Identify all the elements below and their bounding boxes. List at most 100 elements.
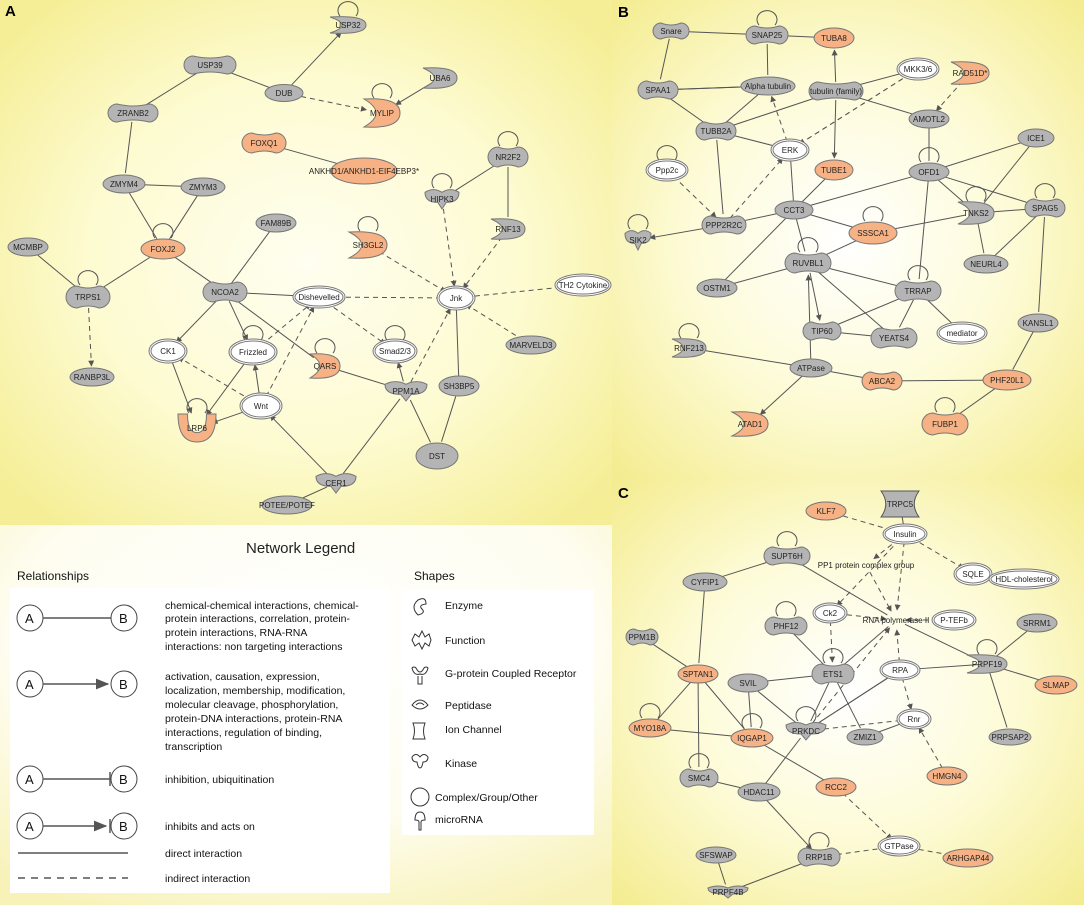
node-myo18a[interactable]: MYO18A	[628, 718, 672, 738]
node-prpf19[interactable]: PRPF19	[966, 654, 1008, 674]
node-trps1[interactable]: TRPS1	[65, 285, 111, 309]
node-usp39[interactable]: USP39	[183, 55, 237, 75]
node-ncoa2[interactable]: NCOA2	[202, 281, 248, 303]
node-usp32[interactable]: USP32	[329, 16, 367, 34]
node-ppm1a[interactable]: PPM1A	[384, 381, 428, 402]
node-tip60[interactable]: TIP60	[802, 321, 842, 341]
node-ankhd1[interactable]: ANKHD1/ANKHD1-EIF4EBP3*	[309, 157, 419, 185]
node-rrp1b[interactable]: RRP1B	[797, 847, 841, 867]
node-fubp1[interactable]: FUBP1	[921, 412, 969, 436]
node-zmym4[interactable]: ZMYM4	[102, 174, 146, 194]
node-ck1[interactable]: CK1	[148, 338, 188, 364]
node-tube1[interactable]: TUBE1	[814, 159, 854, 181]
node-tubb2a[interactable]: TUBB2A	[695, 121, 737, 141]
node-potee[interactable]: POTEE/POTEF	[259, 495, 315, 515]
node-atad1[interactable]: ATAD1	[730, 411, 769, 437]
node-prpsap2[interactable]: PRPSAP2	[988, 728, 1032, 746]
node-zmym3[interactable]: ZMYM3	[180, 177, 226, 197]
node-sqle[interactable]: SQLE	[953, 562, 993, 586]
node-iqgap1[interactable]: IQGAP1	[730, 728, 774, 748]
node-jnk[interactable]: Jnk	[436, 285, 476, 311]
node-yeats4[interactable]: YEATS4	[870, 327, 918, 349]
node-qars[interactable]: QARS	[308, 353, 341, 379]
node-trpc5[interactable]: TRPC5	[880, 490, 920, 518]
node-amotl2[interactable]: AMOTL2	[908, 109, 950, 129]
node-smc4[interactable]: SMC4	[679, 768, 719, 788]
node-rpa[interactable]: RPA	[879, 659, 921, 681]
node-hdac11[interactable]: HDAC11	[737, 782, 781, 802]
node-uba6[interactable]: UBA6	[422, 67, 458, 89]
node-srrm1[interactable]: SRRM1	[1016, 613, 1058, 633]
node-rcc2[interactable]: RCC2	[815, 777, 857, 797]
node-rnf13[interactable]: RNF13	[490, 218, 526, 240]
node-kansl1[interactable]: KANSL1	[1017, 313, 1059, 333]
node-rnf213[interactable]: RNF213	[671, 338, 707, 358]
node-gtpase[interactable]: GTPase	[877, 835, 921, 857]
node-trrap[interactable]: TRRAP	[894, 280, 942, 302]
node-smad[interactable]: Smad2/3	[372, 338, 418, 364]
node-erk[interactable]: ERK	[770, 138, 810, 162]
node-rad51d[interactable]: RAD51D*	[950, 61, 990, 85]
node-supt6h[interactable]: SUPT6H	[763, 546, 811, 566]
node-pp1[interactable]: PP1 protein complex group	[818, 561, 915, 570]
node-abca2[interactable]: ABCA2	[861, 371, 903, 391]
node-prkdc[interactable]: PRKDC	[785, 722, 827, 741]
node-zranb2[interactable]: ZRANB2	[107, 103, 159, 123]
node-sptan1[interactable]: SPTAN1	[677, 664, 719, 684]
node-wnt[interactable]: Wnt	[239, 392, 283, 420]
node-klf7[interactable]: KLF7	[805, 501, 847, 521]
node-ranbp3l[interactable]: RANBP3L	[69, 367, 115, 387]
node-spaa1[interactable]: SPAA1	[637, 80, 679, 100]
node-hmgn4[interactable]: HMGN4	[926, 766, 968, 786]
node-spag5[interactable]: SPAG5	[1024, 198, 1066, 218]
node-ets1[interactable]: ETS1	[811, 663, 855, 685]
node-sik2[interactable]: SIK2	[624, 230, 652, 252]
node-prpf4b[interactable]: PRPF4B	[707, 885, 749, 899]
node-mylip[interactable]: MYLIP	[362, 98, 401, 128]
node-nr2f2[interactable]: NR2F2	[487, 146, 529, 168]
node-ruvbl1[interactable]: RUVBL1	[784, 252, 832, 274]
node-frizzled[interactable]: Frizzled	[228, 338, 278, 366]
node-svil[interactable]: SVIL	[727, 673, 769, 693]
node-hipk3[interactable]: HIPK3	[424, 189, 460, 210]
node-hdl[interactable]: HDL-cholesterol	[988, 568, 1060, 590]
node-arhgap44[interactable]: ARHGAP44	[942, 848, 994, 868]
node-ppp2c[interactable]: Ppp2c	[645, 158, 689, 182]
node-foxq1[interactable]: FOXQ1	[241, 132, 287, 154]
node-cyfip1[interactable]: CYFIP1	[682, 572, 728, 592]
node-ck2[interactable]: Ck2	[812, 602, 848, 624]
node-zmiz1[interactable]: ZMIZ1	[846, 728, 884, 746]
node-insulin[interactable]: Insulin	[882, 523, 928, 545]
node-dishevelled[interactable]: Dishevelled	[292, 285, 346, 309]
node-tnks2[interactable]: TNKS2	[957, 201, 995, 225]
node-mediator[interactable]: mediator	[936, 321, 988, 345]
node-sssca1[interactable]: SSSCA1	[848, 221, 898, 245]
node-alphatub[interactable]: Alpha tubulin	[740, 76, 796, 96]
node-atpase[interactable]: ATPase	[789, 358, 833, 378]
node-marveld3[interactable]: MARVELD3	[505, 335, 557, 355]
node-slmap[interactable]: SLMAP	[1034, 675, 1078, 695]
node-neurl4[interactable]: NEURL4	[963, 254, 1009, 274]
node-ostm1[interactable]: OSTM1	[696, 278, 738, 298]
node-cct3[interactable]: CCT3	[774, 200, 814, 220]
node-dst[interactable]: DST	[415, 442, 459, 470]
node-dub[interactable]: DUB	[264, 84, 304, 102]
node-snare[interactable]: Snare	[652, 22, 690, 40]
node-rnr[interactable]: Rnr	[896, 708, 932, 730]
node-sfswap[interactable]: SFSWAP	[695, 846, 737, 864]
node-th2[interactable]: TH2 Cytokine	[554, 273, 612, 297]
node-lrp6[interactable]: LRP6	[177, 413, 217, 443]
node-mcmbp[interactable]: MCMBP	[7, 237, 49, 257]
node-tuba8[interactable]: TUBA8	[813, 27, 855, 49]
node-sh3bp5[interactable]: SH3BP5	[438, 375, 480, 397]
node-foxj2[interactable]: FOXJ2	[140, 238, 186, 260]
node-rnapol[interactable]: RNA polymerase II	[863, 616, 930, 625]
node-ppp2r2c[interactable]: PPP2R2C	[701, 215, 747, 235]
node-ptefb[interactable]: P-TEFb	[931, 609, 977, 631]
node-phf20l1[interactable]: PHF20L1	[982, 369, 1032, 391]
node-tubfam[interactable]: tubulin (family)	[808, 81, 864, 101]
node-ofd1[interactable]: OFD1	[908, 162, 950, 182]
node-snap25[interactable]: SNAP25	[745, 25, 789, 45]
node-phf12[interactable]: PHF12	[764, 616, 808, 636]
node-fam89b[interactable]: FAM89B	[255, 213, 297, 233]
